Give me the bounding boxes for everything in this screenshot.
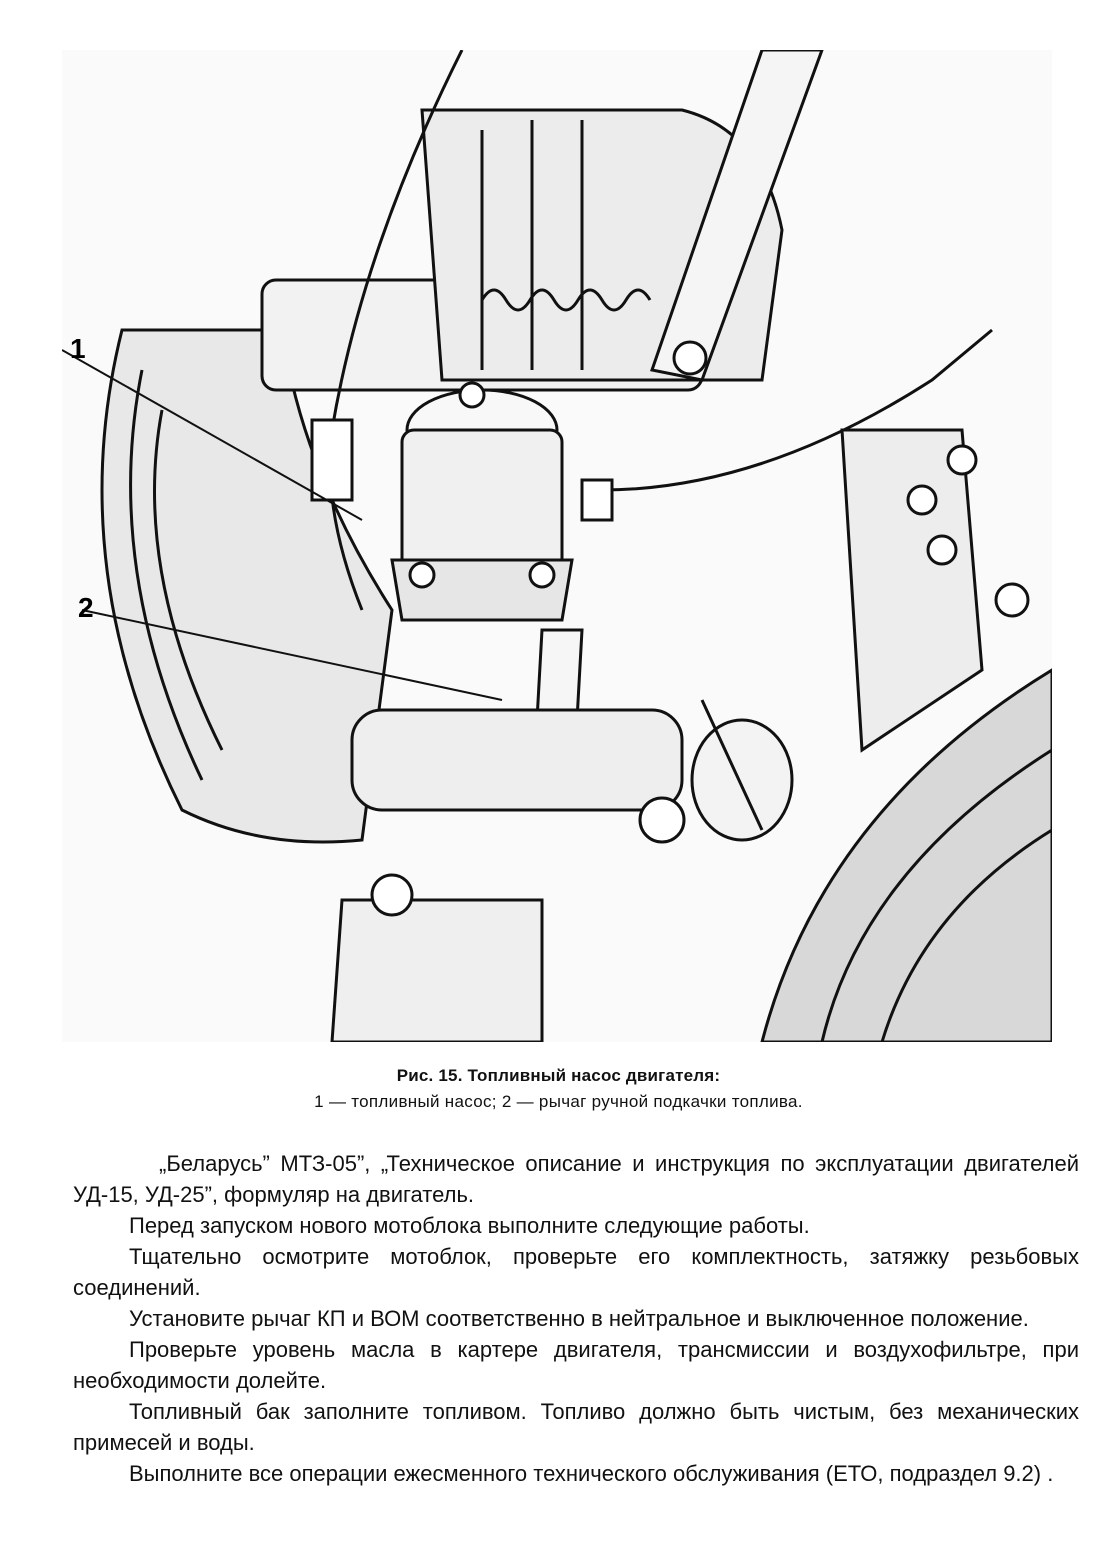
paragraph: Установите рычаг КП и ВОМ соответственно… xyxy=(129,1306,1029,1331)
callout-label-2: 2 xyxy=(78,592,94,623)
callout-label-1: 1 xyxy=(70,333,86,364)
caption-title: Рис. 15. Топливный насос двигателя: xyxy=(396,1066,721,1085)
caption-legend: 1 — топливный насос; 2 — рычаг ручной по… xyxy=(314,1092,803,1111)
paragraph: Выполните все операции ежесменного техни… xyxy=(129,1461,1054,1486)
engine-fuel-pump-illustration xyxy=(62,50,1052,1042)
paragraph: Топливный бак заполните топливом. Топлив… xyxy=(73,1399,1079,1455)
paragraph: Тщательно осмотрите мотоблок, проверьте … xyxy=(73,1244,1079,1300)
body-text: „Беларусь” МТЗ-05”, „Техническое описани… xyxy=(73,1148,1079,1489)
paragraph: Проверьте уровень масла в картере двигат… xyxy=(73,1337,1079,1393)
paragraph: „Беларусь” МТЗ-05”, „Техническое описани… xyxy=(73,1151,1079,1207)
paragraph: Перед запуском нового мотоблока выполнит… xyxy=(129,1213,810,1238)
figure-caption: Рис. 15. Топливный насос двигателя: 1 — … xyxy=(0,1066,1117,1112)
